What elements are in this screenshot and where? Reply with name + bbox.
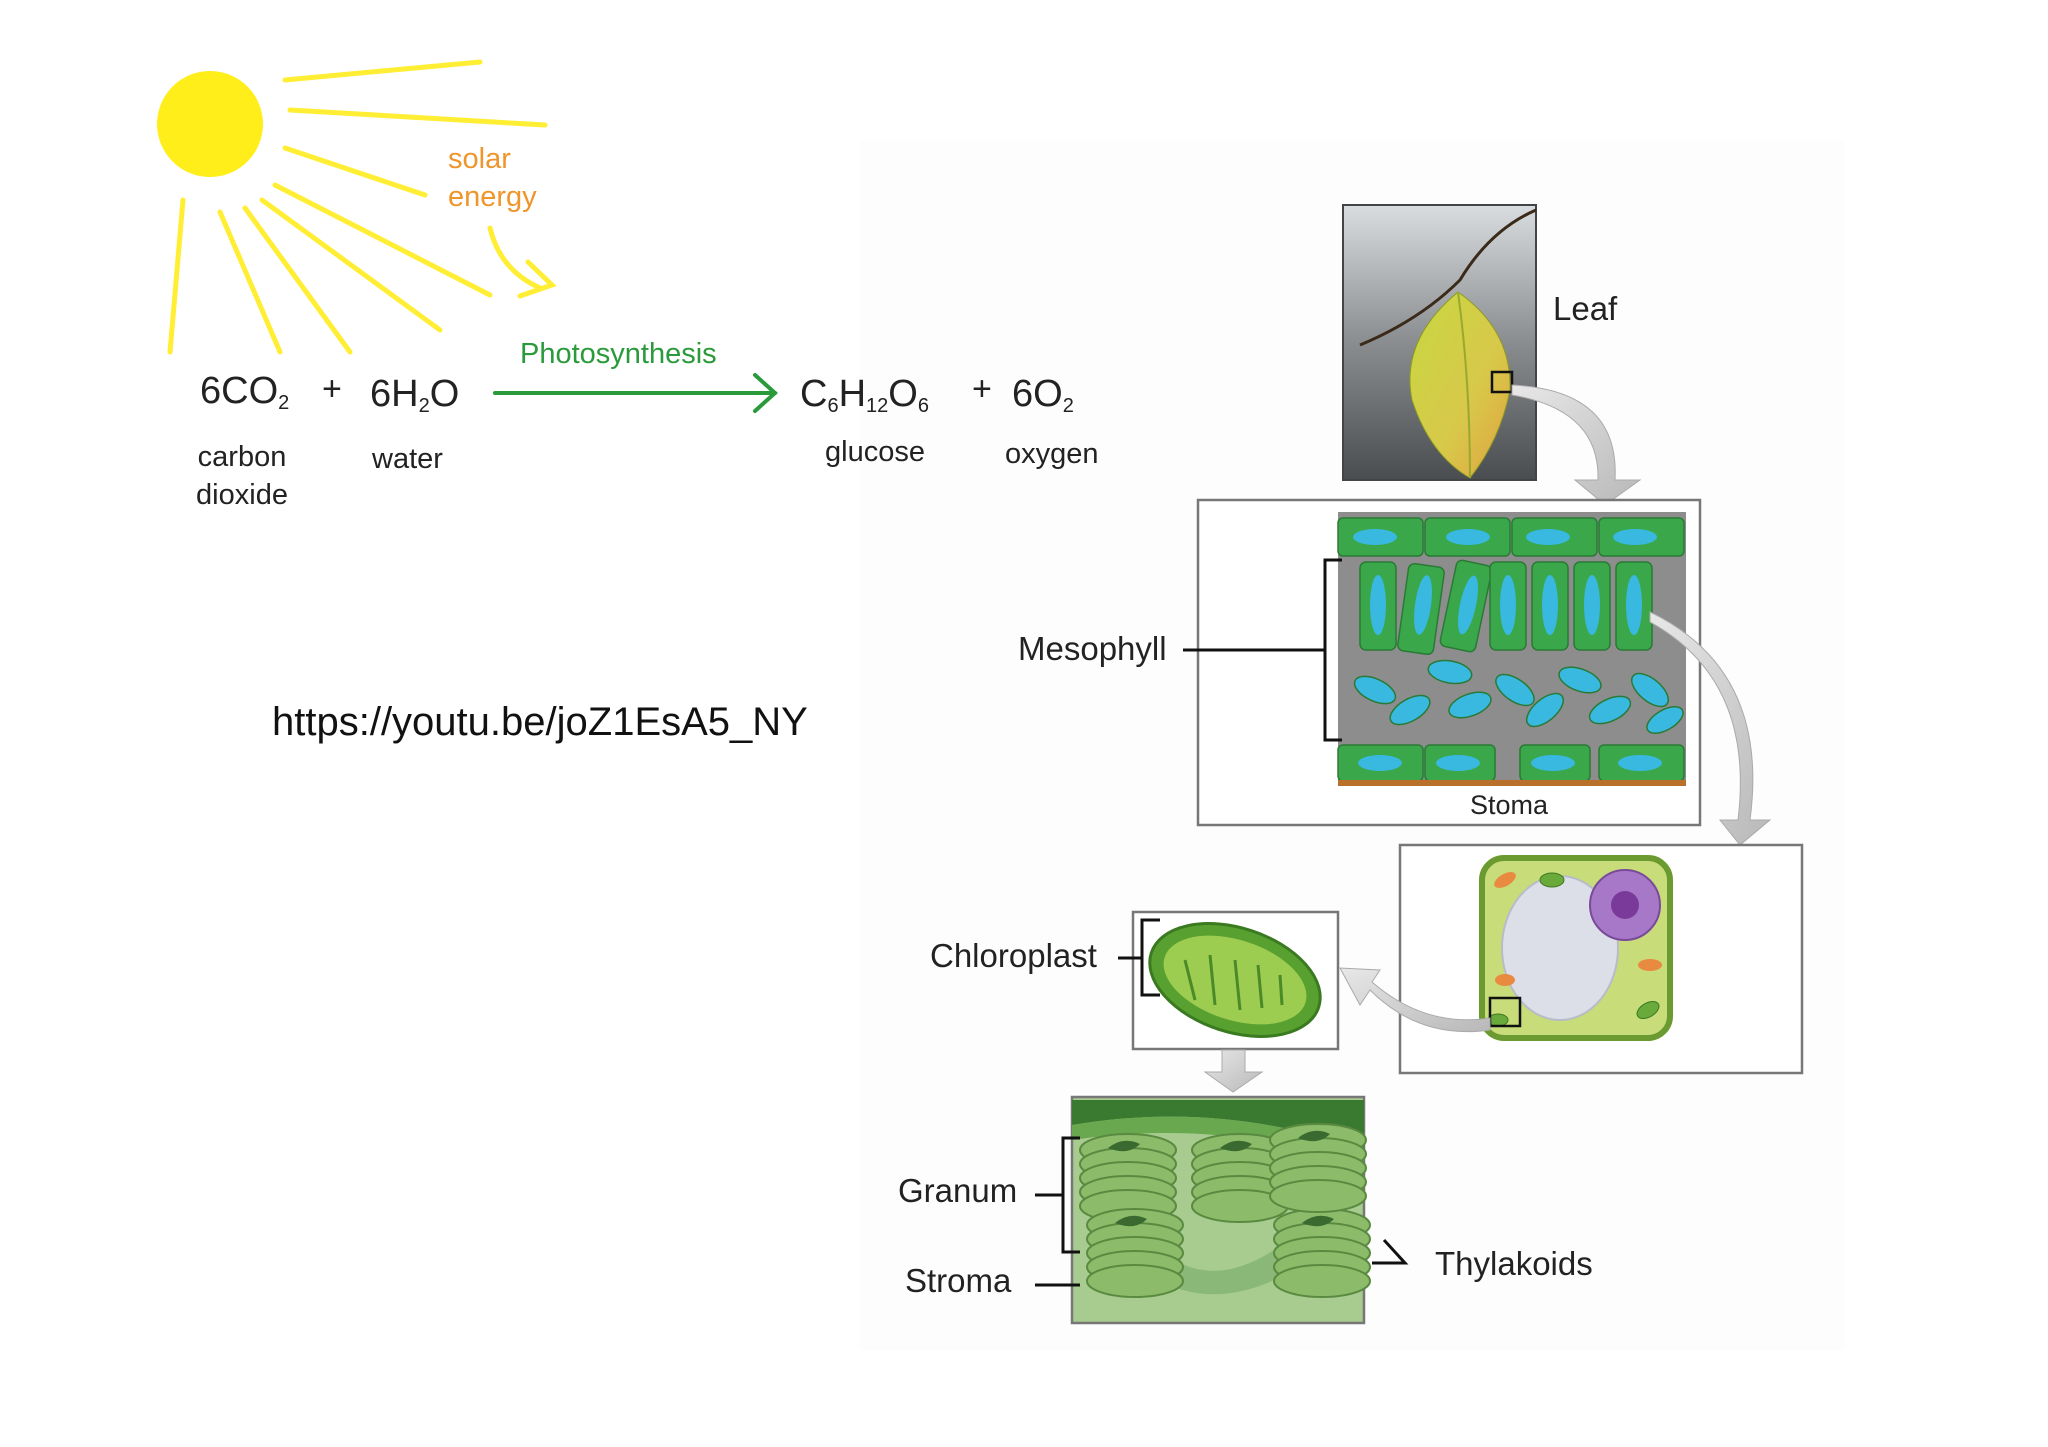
plus-sign-2: + [972,370,992,408]
photosynthesis-arrow [493,373,778,413]
thylakoid-lumen-mark [1108,1140,1140,1152]
thylakoid-disc [1086,1264,1184,1298]
zoom-arrow-chloroplast [1203,1049,1264,1093]
solar-energy-arrow [487,225,557,299]
reactant-carbon-dioxide-formula: 6CO2 [200,370,290,414]
product-glucose-formula: C6H12O6 [800,373,929,417]
granum-leaders [1035,1136,1409,1287]
solar-energy-label-line2: energy [448,181,537,213]
label-mesophyll: Mesophyll [1018,630,1167,667]
granum-stacks [1079,1123,1371,1298]
label-chloroplast: Chloroplast [930,937,1097,974]
leaf-photo [1342,204,1537,481]
product-oxygen-formula: 6O2 [1012,373,1074,417]
thylakoid-disc [1269,1179,1367,1213]
mesophyll-panel [1183,498,1702,827]
label-thylakoids: Thylakoids [1435,1245,1593,1282]
plant-cell-panel [1398,843,1804,1075]
caption-oxygen: oxygen [1005,438,1099,470]
label-stoma: Stoma [1470,790,1549,820]
sun-icon [157,71,263,177]
thylakoid-lumen-mark [1302,1215,1334,1227]
label-leaf: Leaf [1553,290,1618,327]
sun-rays [167,59,548,355]
label-granum: Granum [898,1172,1018,1209]
reactant-water-formula: 6H2O [370,373,460,417]
thylakoid-lumen-mark [1220,1140,1252,1152]
thylakoid-lumen-mark [1115,1215,1147,1227]
solar-energy-label-line1: solar [448,143,511,175]
chloroplast-panel [1118,910,1340,1051]
caption-carbon-dioxide: carbon dioxide [196,441,288,511]
video-link[interactable]: https://youtu.be/joZ1EsA5_NY [272,700,808,744]
thylakoid-lumen-mark [1298,1130,1330,1142]
plus-sign-1: + [322,370,342,408]
caption-water: water [372,443,443,475]
label-stroma: Stroma [905,1262,1012,1299]
thylakoid-disc [1273,1264,1371,1298]
zoom-arrow-cell [1339,967,1491,1033]
photosynthesis-label: Photosynthesis [520,338,717,370]
caption-glucose: glucose [825,436,925,468]
